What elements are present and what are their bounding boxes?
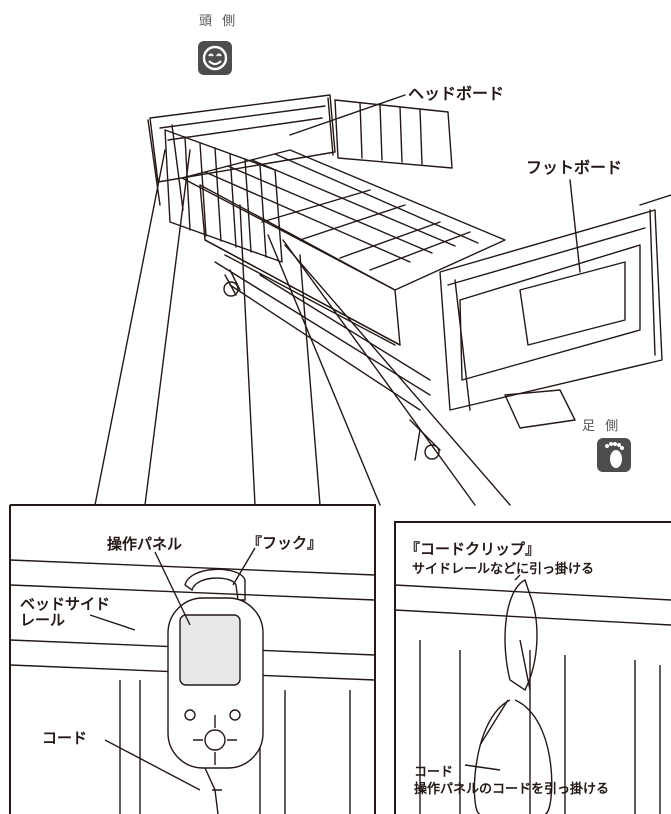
headboard-callout-line (289, 94, 406, 136)
footprint-icon (597, 438, 631, 472)
side-rail-label-line1: ベッドサイド (20, 595, 111, 613)
footboard-label: フットボード (526, 158, 623, 177)
hook-shape (184, 568, 246, 601)
cord-clip-shape (504, 579, 538, 692)
right-cord-note: 操作パネルのコードを引っ掛ける (414, 782, 610, 797)
foot-side-label: 足 側 (582, 419, 622, 434)
right-cord-label: コード (414, 765, 454, 780)
hook-label: 『フック』 (247, 534, 323, 552)
bed-platform (181, 149, 506, 291)
side-rail-bar (9, 559, 376, 601)
footboard (439, 209, 663, 411)
cord-label: コード (42, 729, 88, 747)
headboard-shape (149, 94, 336, 183)
left-inset-frame (9, 504, 376, 814)
head-side-rail (147, 97, 334, 211)
side-rail-label-line2: レール (20, 611, 66, 629)
zoom-guide-lines (94, 149, 511, 506)
left-side-rail (164, 129, 283, 263)
right-inset-frame (394, 521, 671, 814)
footboard-callout-line (569, 179, 581, 273)
headboard-label: ヘッドボード (408, 84, 505, 103)
cord-clip-note: サイドレールなどに引っ掛ける (412, 562, 595, 577)
smiling-face-icon (198, 41, 232, 75)
control-panel-label: 操作パネル (107, 535, 183, 553)
head-side-label: 頭 側 (199, 14, 239, 29)
cord-loop (473, 699, 553, 814)
cord-clip-label: 『コードクリップ』 (405, 540, 541, 558)
